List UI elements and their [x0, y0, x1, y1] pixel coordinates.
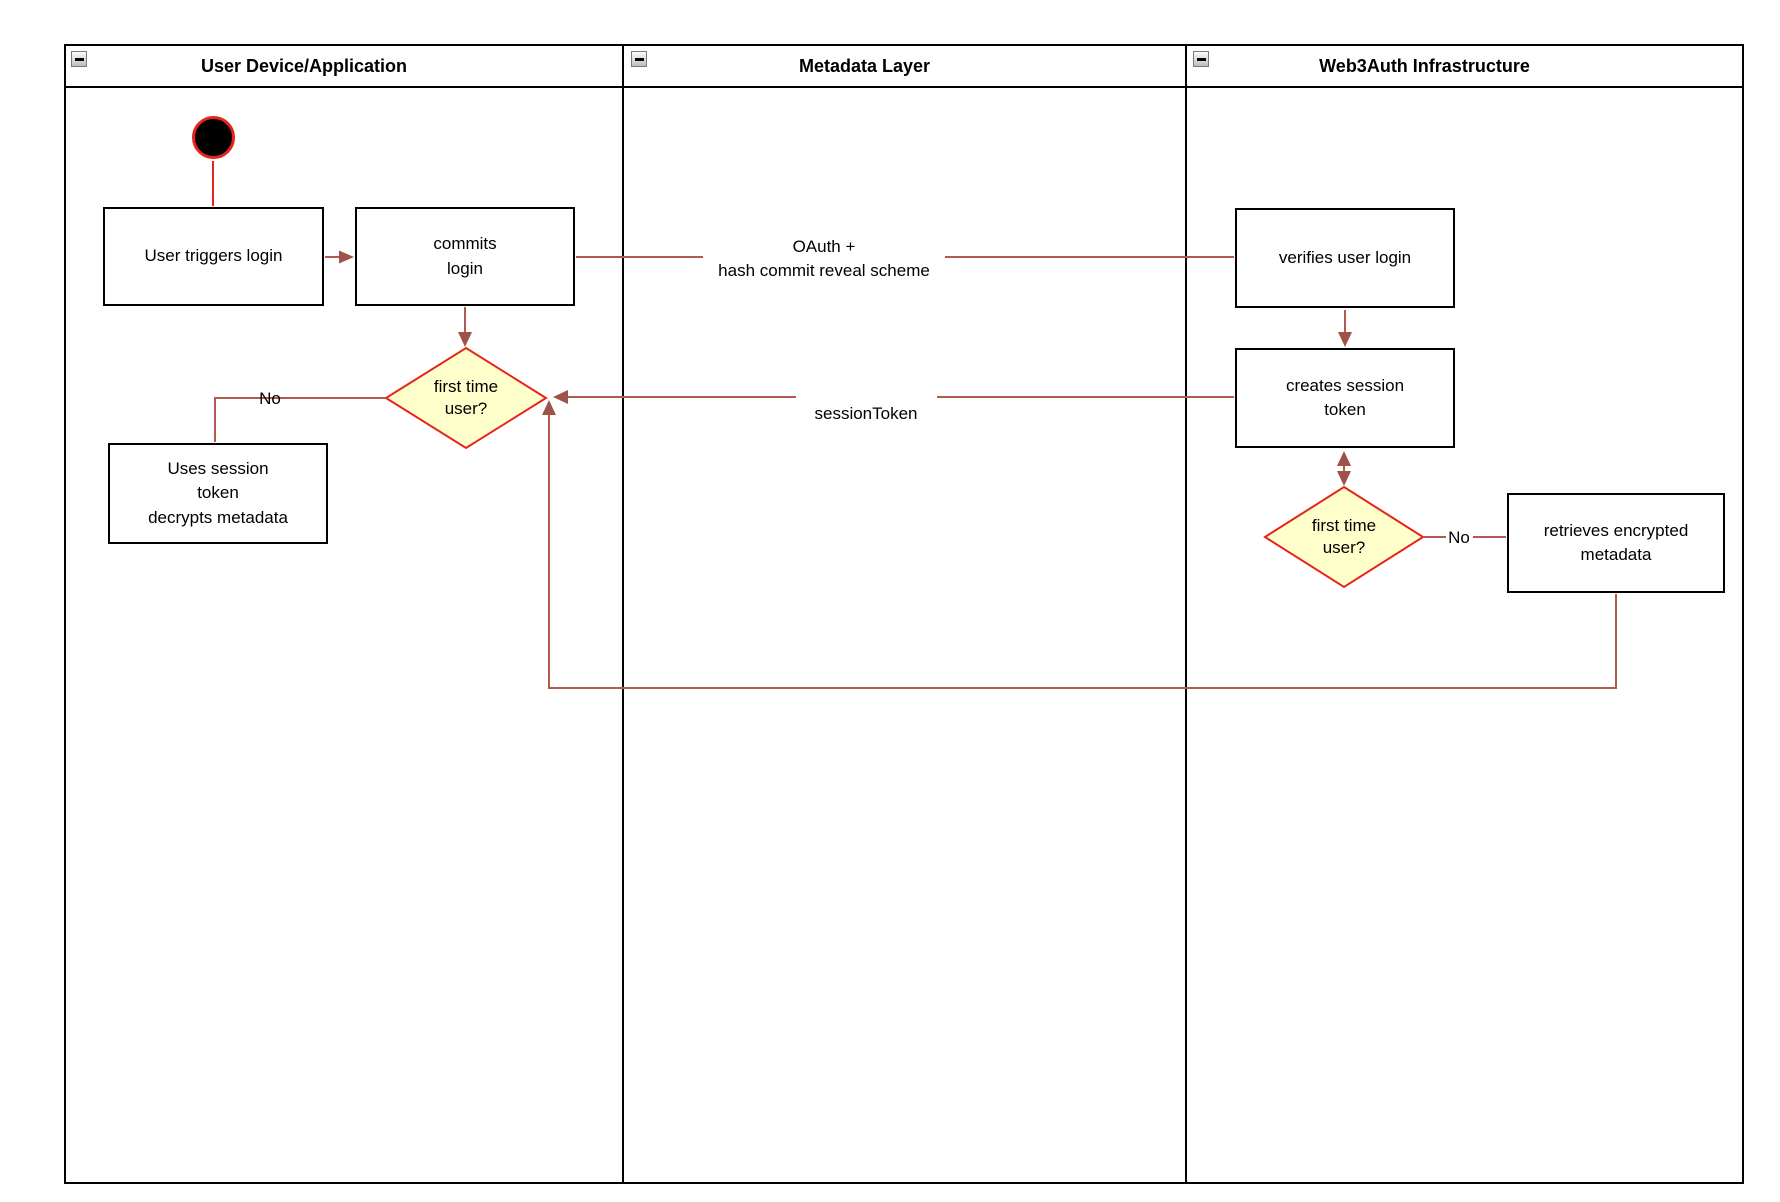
edge-creates-to-decision	[1337, 451, 1351, 486]
edge-verifies-to-creates	[1338, 310, 1352, 347]
label-session-token: sessionToken	[814, 404, 918, 424]
node-creates-session-token: creates session token	[1235, 348, 1455, 448]
lane-title-user-device: User Device/Application	[200, 55, 408, 76]
lane-divider-2	[1185, 44, 1187, 1184]
decision-diamond-infra	[1265, 487, 1423, 587]
minus-icon	[74, 57, 84, 61]
edge-feedback-loop	[542, 400, 1616, 688]
lane-divider-1	[622, 44, 624, 1184]
start-node	[192, 116, 235, 159]
decision-diamond-device	[386, 348, 546, 448]
collapse-lane-icon[interactable]	[71, 51, 87, 67]
node-commits-login: commits login	[355, 207, 575, 306]
label-first-time-user-device: first time user?	[433, 376, 499, 418]
node-retrieves-encrypted-metadata: retrieves encrypted metadata	[1507, 493, 1725, 593]
minus-icon	[1196, 57, 1206, 61]
edge-login-to-commits	[325, 250, 354, 264]
node-user-triggers-login: User triggers login	[103, 207, 324, 306]
label-no-device: No	[259, 389, 281, 409]
collapse-lane-icon[interactable]	[1193, 51, 1209, 67]
label-first-time-user-infra: first time user?	[1311, 515, 1377, 557]
edge-commits-to-decision	[458, 307, 472, 347]
lane-title-web3auth: Web3Auth Infrastructure	[1319, 55, 1530, 76]
collapse-lane-icon[interactable]	[631, 51, 647, 67]
pool-frame	[64, 44, 1744, 1184]
label-no-infra: No	[1448, 528, 1470, 548]
label-oauth: OAuth + hash commit reveal scheme	[718, 237, 930, 280]
node-uses-session-token: Uses session token decrypts metadata	[108, 443, 328, 544]
lane-header-divider	[64, 86, 1744, 88]
node-verifies-user-login: verifies user login	[1235, 208, 1455, 308]
edge-no-device	[215, 398, 386, 442]
lane-title-metadata-layer: Metadata Layer	[798, 55, 931, 76]
edge-session-token	[553, 390, 1234, 404]
minus-icon	[634, 57, 644, 61]
